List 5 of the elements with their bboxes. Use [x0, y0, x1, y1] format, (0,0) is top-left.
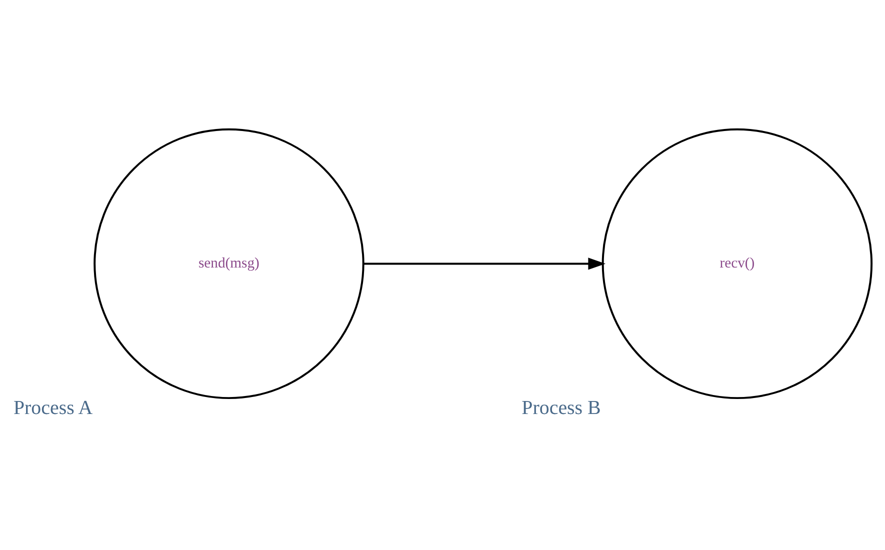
node-circle: recv() — [602, 128, 873, 400]
node-circle: send(msg) — [94, 128, 364, 400]
node-label: Process A — [13, 397, 93, 420]
node-label: Process B — [522, 397, 601, 420]
arrow — [364, 258, 606, 270]
